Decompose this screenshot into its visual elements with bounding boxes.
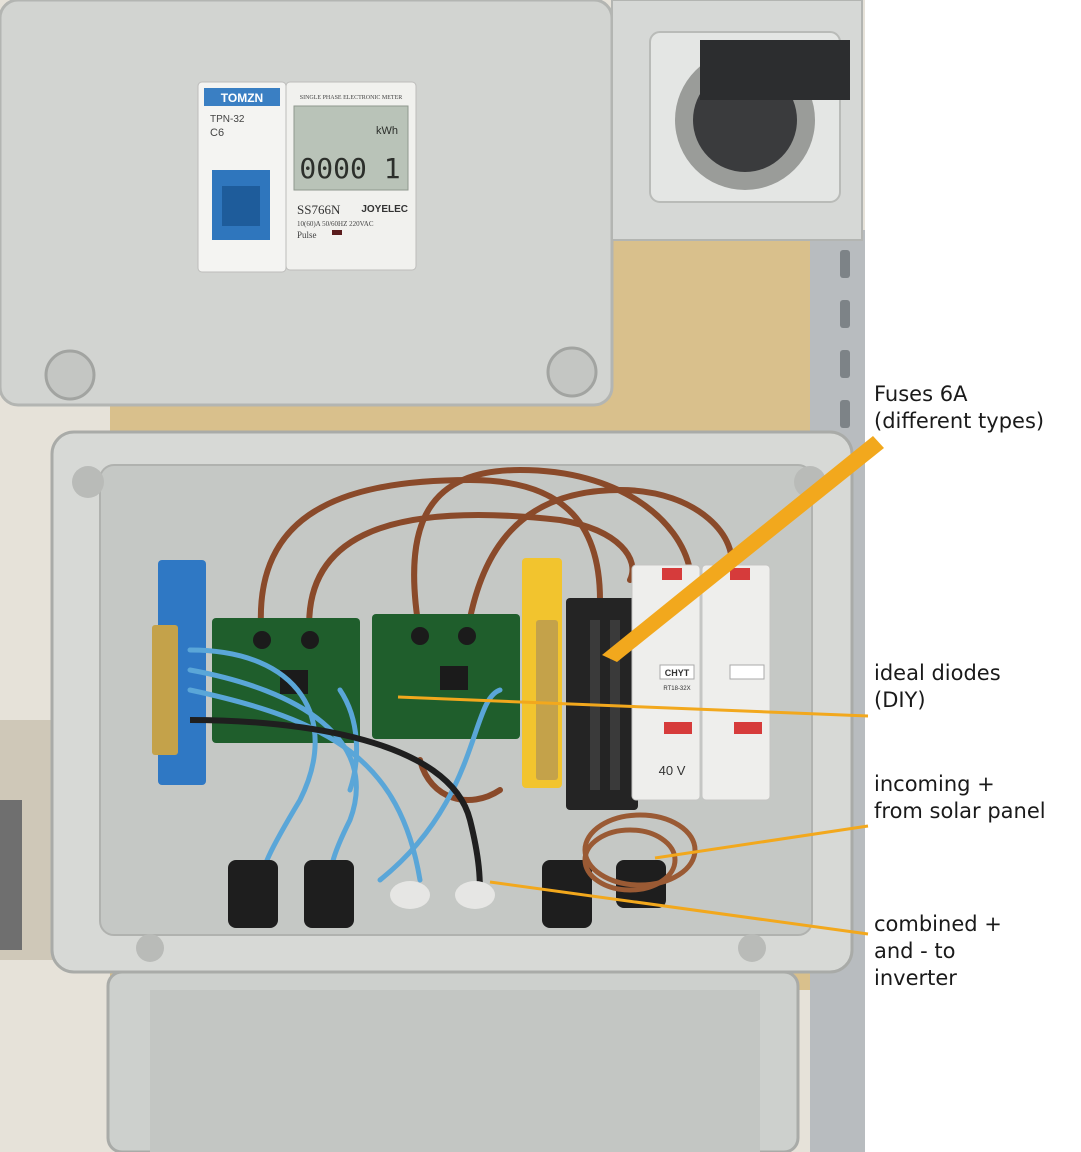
combined-label: combined + and - to inverter [874,912,1002,990]
breaker-brand: TOMZN [221,91,263,105]
fuse-2 [701,564,771,801]
junction-box-photo: TOMZN TPN-32 C6 SINGLE PHASE ELECTRONIC … [0,0,865,1152]
fuse-brand: CHYT [665,668,690,678]
ideal-diodes-label: ideal diodes (DIY) [874,661,1001,712]
fuse-model: RT18-32X [663,686,690,692]
power-socket [611,0,863,241]
fuse-holder [566,598,638,810]
meter-unit: kWh [376,125,398,137]
meter-reading: 0000 1 [299,152,400,185]
incoming-label: incoming + from solar panel [874,772,1046,823]
meter-model: SS766N [297,202,341,217]
meter-spec: 10(60)A 50/60HZ 220VAC [297,220,374,228]
black-wire [189,717,483,896]
breaker-rating: C6 [210,127,224,139]
circuit-breaker: TOMZN TPN-32 C6 [197,81,287,273]
meter-title: SINGLE PHASE ELECTRONIC METER [300,95,403,101]
energy-meter: SINGLE PHASE ELECTRONIC METER 0000 1 kWh… [285,81,417,271]
meter-pulse: Pulse [297,230,317,240]
breaker-model: TPN-32 [210,114,245,125]
meter-brand: JOYELEC [361,204,408,215]
fuse-voltage: 40 V [659,763,686,778]
fuse-1: CHYT RT18-32X 40 V [631,564,701,801]
ideal-diode-board-2 [372,614,520,739]
fuses-label: Fuses 6A (different types) [874,382,1045,433]
